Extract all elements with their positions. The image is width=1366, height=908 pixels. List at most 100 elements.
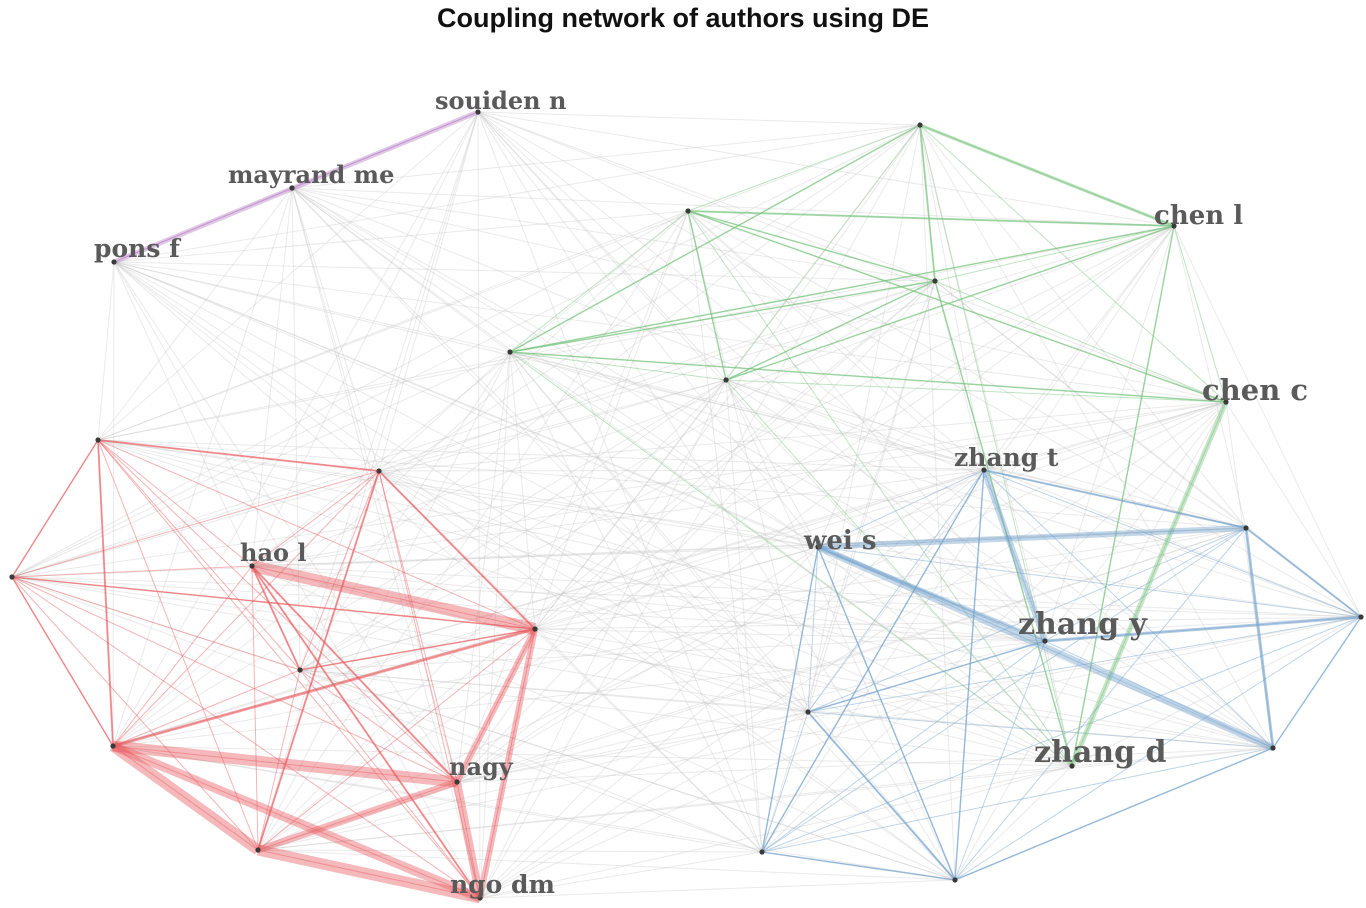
edge-zhangt-r6	[112, 469, 985, 747]
edge-souiden-b5	[477, 111, 763, 853]
node-r1	[95, 437, 101, 443]
node-b6	[952, 877, 958, 883]
edge-chenl-r2	[11, 225, 1175, 578]
strong-edge-zhangy-b2	[1044, 615, 1362, 643]
node-r7	[255, 847, 261, 853]
edge-souiden-g5	[477, 111, 727, 381]
strong-edge-zhangt-b1	[983, 469, 1247, 529]
node-r4	[532, 626, 538, 632]
edge-g4-r4	[509, 351, 536, 630]
edge-pons-r4	[113, 261, 536, 630]
edge-r1-r5	[97, 439, 301, 671]
edge-r3-nagy	[378, 470, 458, 783]
edge-chenl-g3	[934, 225, 1175, 282]
strong-edge-g1-g4	[509, 124, 921, 353]
node-label-ngodm: ngo dm	[450, 870, 555, 899]
node-g4	[507, 349, 513, 355]
edge-chenl-r5	[299, 225, 1175, 671]
edge-b2-r7	[257, 616, 1362, 851]
strong-edge-zhangt-b6	[954, 469, 985, 881]
edge-souiden-haol	[251, 111, 479, 567]
edge-mayrand-zhangy	[291, 187, 1046, 642]
edge-r1-r7	[97, 439, 259, 851]
edge-g5-chenc	[725, 379, 1227, 403]
edge-souiden-ngodm	[477, 111, 481, 899]
edge-b2-nagy	[456, 616, 1362, 783]
strong-edge-r7-nagy	[256, 778, 459, 854]
edge-chenc-haol	[251, 401, 1227, 567]
strong-edge-g5-chenl	[725, 225, 1175, 381]
edge-g1-r4	[534, 124, 921, 630]
node-label-chenc: chen c	[1202, 373, 1308, 407]
strong-edge-r6-r4	[112, 627, 536, 748]
edge-g2-r1	[97, 210, 689, 441]
edge-zhangy-haol	[251, 565, 1046, 642]
edge-g1-nagy	[456, 124, 921, 783]
node-b3	[1270, 745, 1276, 751]
edge-g4-zhangd	[509, 351, 1073, 767]
node-label-zhangd: zhang d	[1034, 735, 1167, 770]
edge-g5-r2	[11, 379, 727, 578]
edge-r2-ngodm	[11, 576, 481, 899]
node-g1	[917, 122, 923, 128]
edge-zhangy-ngodm	[479, 640, 1046, 899]
edge-r4-r7	[257, 628, 536, 851]
node-label-weis: wei s	[803, 526, 877, 556]
node-label-zhangy: zhang y	[1018, 607, 1149, 642]
strong-edge-g2-g3	[687, 210, 936, 282]
edge-souiden-g1	[477, 111, 921, 126]
node-b1	[1243, 525, 1249, 531]
edge-r5-r6	[112, 669, 301, 747]
edge-zhangy-b1	[1044, 527, 1247, 642]
edge-g3-r3	[378, 280, 936, 472]
edge-zhangy-r1	[97, 439, 1046, 642]
edge-chenc-b2	[1225, 401, 1362, 618]
strong-edge-r2-r6	[11, 576, 114, 747]
edge-g2-r6	[112, 210, 689, 747]
edge-souiden-zhangd	[477, 111, 1073, 767]
edge-b1-nagy	[456, 527, 1247, 783]
edge-souiden-r6	[112, 111, 479, 747]
node-souiden	[475, 109, 481, 115]
edge-g2-g4	[509, 210, 689, 353]
edge-b2-r1	[97, 439, 1362, 618]
edge-r2-r3	[11, 470, 380, 578]
edge-g1-r1	[97, 124, 921, 441]
edge-r2-r5	[11, 576, 301, 671]
edge-pons-b4	[113, 261, 809, 713]
edge-weis-b3	[817, 546, 1274, 749]
edge-chenl-b4	[807, 225, 1175, 713]
edge-g5-r6	[112, 379, 727, 747]
edge-mayrand-weis	[291, 187, 819, 548]
edge-b5-r6	[112, 745, 763, 853]
edge-b5-r4	[534, 628, 763, 853]
edge-r3-haol	[251, 470, 380, 567]
edge-r1-haol	[97, 439, 253, 567]
edge-g5-b6	[725, 379, 956, 881]
edge-zhangy-r4	[534, 628, 1046, 642]
node-label-chenl: chen l	[1154, 201, 1243, 231]
edge-pons-chenc	[113, 261, 1227, 403]
edge-chenc-b5	[761, 401, 1227, 853]
edge-pons-b3	[113, 261, 1274, 749]
edge-g4-b1	[509, 351, 1247, 529]
edge-g5-r3	[378, 379, 727, 472]
edge-g5-b5	[725, 379, 763, 853]
edge-b1-r7	[257, 527, 1247, 851]
edge-zhangd-b5	[761, 765, 1073, 853]
edge-g3-b4	[807, 280, 936, 713]
edge-g5-b3	[725, 379, 1274, 749]
edge-zhangd-b3	[1071, 747, 1274, 767]
edge-chenc-r6	[112, 401, 1227, 747]
strong-edge-r7-ngodm	[256, 844, 482, 904]
edge-mayrand-g4	[291, 187, 511, 353]
edge-pons-r1	[97, 261, 115, 441]
edge-g2-zhangd	[687, 210, 1073, 767]
edge-r6-r7	[112, 745, 259, 851]
strong-edge-r6-ngodm	[111, 741, 482, 903]
edge-weis-b2	[817, 546, 1362, 618]
edge-g4-b4	[509, 351, 809, 713]
strong-edge-haol-nagy	[251, 565, 458, 783]
edge-souiden-g3	[477, 111, 936, 282]
edge-weis-r3	[378, 470, 819, 548]
